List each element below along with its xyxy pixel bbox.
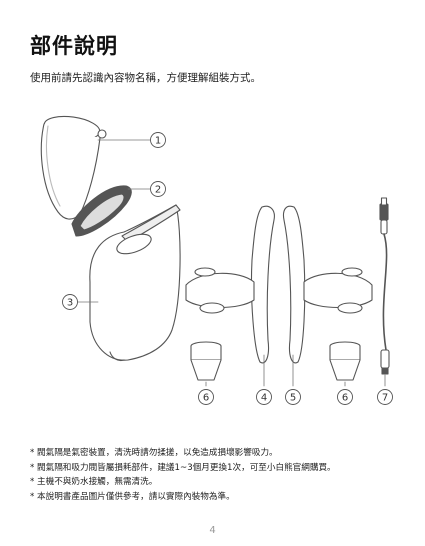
- page-subtitle: 使用前請先認識內容物名稱，方便理解組裝方式。: [30, 72, 261, 84]
- part-main-body: [89, 204, 181, 362]
- note-item: * 主機不與奶水接觸，無需清洗。: [30, 477, 158, 487]
- callout-3: 3: [67, 298, 73, 309]
- callout-1: 1: [155, 136, 161, 147]
- part-valve-right: [329, 341, 361, 381]
- note-item: * 閥氣隔是氣密裝置，清洗時請勿揉搓，以免造成損壞影響吸力。: [30, 448, 278, 458]
- part-tube-right: [282, 205, 373, 364]
- callout-6-right: 6: [342, 393, 348, 404]
- page-number: 4: [209, 525, 216, 536]
- note-item: * 本說明書產品圖片僅供參考，請以實際內裝物為準。: [30, 491, 235, 502]
- page-title: 部件說明: [30, 34, 118, 58]
- part-silicone-ring: [71, 185, 132, 237]
- callout-5: 5: [290, 393, 296, 404]
- callout-2: 2: [155, 185, 161, 196]
- callout-6-left: 6: [203, 393, 209, 404]
- parts-diagram: 1 2 3 4 5 6 6 7: [40, 115, 393, 405]
- part-valve-left: [190, 341, 222, 381]
- callout-4: 4: [261, 393, 267, 404]
- note-item: * 閥氣隔和吸力閥皆屬損耗部件，建議1~3個月更換1次，可至小白熊官網購買。: [30, 462, 336, 473]
- part-usb-cable: [379, 197, 390, 375]
- callout-7: 7: [382, 393, 388, 404]
- part-tube-left: [185, 205, 275, 364]
- part-breast-shield: [40, 115, 107, 220]
- notes-list: * 閥氣隔是氣密裝置，清洗時請勿揉搓，以免造成損壞影響吸力。 * 閥氣隔和吸力閥…: [30, 446, 336, 504]
